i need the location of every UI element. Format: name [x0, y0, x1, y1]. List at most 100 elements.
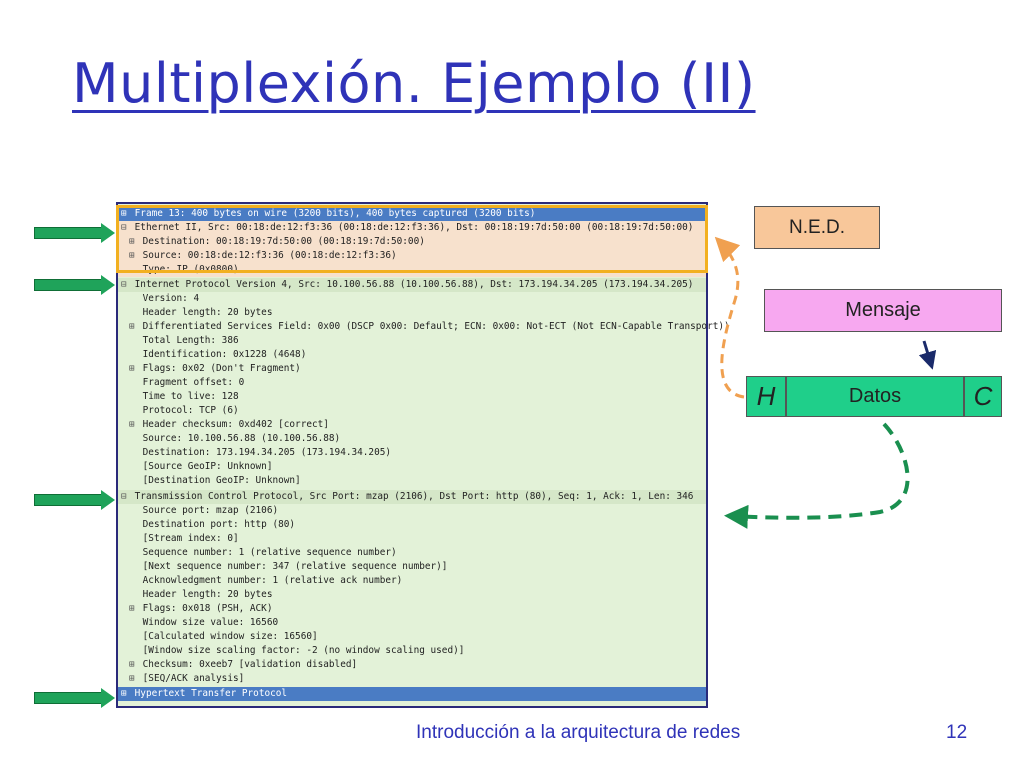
tree-row-ip-identification[interactable]: Identification: 0x1228 (4648): [118, 348, 706, 362]
pointer-arrow-http: [34, 688, 115, 708]
row-text: Header length: 20 bytes: [142, 307, 273, 318]
tree-row-frame[interactable]: ⊞ Frame 13: 400 bytes on wire (3200 bits…: [118, 207, 706, 221]
row-text: Fragment offset: 0: [142, 377, 245, 388]
tree-row-tcp-seq-ack-analysis[interactable]: ⊞ [SEQ/ACK analysis]: [118, 672, 706, 686]
row-text: Destination: 00:18:19:7d:50:00 (00:18:19…: [142, 236, 425, 247]
page-number: 12: [946, 722, 968, 743]
row-text: Window size value: 16560: [142, 617, 279, 628]
row-text: Ethernet II, Src: 00:18:de:12:f3:36 (00:…: [134, 222, 694, 233]
tree-row-ip-version[interactable]: Version: 4: [118, 292, 706, 306]
ned-label: N.E.D.: [789, 216, 845, 238]
row-text: Flags: 0x018 (PSH, ACK): [142, 603, 273, 614]
dashed-arrow-to-tcp: [724, 422, 910, 529]
expand-icon[interactable]: ⊞: [129, 659, 135, 670]
slide-footer: Introducción a la arquitectura de redes: [416, 722, 741, 743]
tree-row-tcp-destination-port[interactable]: Destination port: http (80): [118, 518, 706, 532]
expand-icon[interactable]: ⊞: [129, 250, 135, 261]
row-text: Differentiated Services Field: 0x00 (DSC…: [142, 321, 730, 332]
row-text: Version: 4: [142, 293, 200, 304]
packet-details-pane: ⊞ Frame 13: 400 bytes on wire (3200 bits…: [116, 202, 730, 708]
row-text: Header checksum: 0xd402 [correct]: [142, 419, 329, 430]
expand-icon[interactable]: ⊞: [129, 419, 135, 430]
tree-row-tcp-ack[interactable]: Acknowledgment number: 1 (relative ack n…: [118, 574, 706, 588]
tree-row-ip-total-length[interactable]: Total Length: 386: [118, 334, 706, 348]
row-text: Internet Protocol Version 4, Src: 10.100…: [134, 279, 694, 290]
trailer-block: C: [964, 376, 1002, 417]
trailer-label: C: [973, 381, 993, 411]
datos-block: Datos: [786, 376, 964, 417]
pointer-arrow-ip: [34, 275, 115, 295]
tree-row-ipv4[interactable]: ⊟ Internet Protocol Version 4, Src: 10.1…: [118, 278, 706, 292]
tree-row-ip-fragment-offset[interactable]: Fragment offset: 0: [118, 376, 706, 390]
expand-icon[interactable]: ⊞: [121, 208, 127, 219]
tree-row-tcp-flags[interactable]: ⊞ Flags: 0x018 (PSH, ACK): [118, 602, 706, 616]
ned-box: N.E.D.: [754, 206, 880, 249]
collapse-icon[interactable]: ⊟: [121, 279, 127, 290]
expand-icon[interactable]: ⊞: [129, 236, 135, 247]
tree-row-ip-checksum[interactable]: ⊞ Header checksum: 0xd402 [correct]: [118, 418, 706, 432]
tree-row-tcp[interactable]: ⊟ Transmission Control Protocol, Src Por…: [118, 490, 706, 504]
row-text: Total Length: 386: [142, 335, 239, 346]
tree-row-ip-dsfield[interactable]: ⊞ Differentiated Services Field: 0x00 (D…: [118, 320, 730, 334]
tree-row-ip-destination[interactable]: Destination: 173.194.34.205 (173.194.34.…: [118, 446, 706, 460]
row-text: Hypertext Transfer Protocol: [134, 688, 288, 699]
row-text: [Destination GeoIP: Unknown]: [142, 475, 301, 486]
pointer-arrow-tcp: [34, 490, 115, 510]
row-text: Destination: 173.194.34.205 (173.194.34.…: [142, 447, 392, 458]
mensaje-box: Mensaje: [764, 289, 1002, 332]
row-text: Flags: 0x02 (Don't Fragment): [142, 363, 301, 374]
tree-row-ip-destination-geoip[interactable]: [Destination GeoIP: Unknown]: [118, 474, 706, 488]
pointer-arrow-ethernet: [34, 223, 115, 243]
row-text: Source: 00:18:de:12:f3:36 (00:18:de:12:f…: [142, 250, 397, 261]
mensaje-label: Mensaje: [845, 299, 921, 321]
row-text: Source port: mzap (2106): [142, 505, 279, 516]
expand-icon[interactable]: ⊞: [129, 321, 135, 332]
row-text: Header length: 20 bytes: [142, 589, 273, 600]
row-text: Source: 10.100.56.88 (10.100.56.88): [142, 433, 341, 444]
tree-row-ip-source[interactable]: Source: 10.100.56.88 (10.100.56.88): [118, 432, 706, 446]
tree-row-tcp-stream-index[interactable]: [Stream index: 0]: [118, 532, 706, 546]
tree-row-tcp-window-size[interactable]: Window size value: 16560: [118, 616, 706, 630]
tree-row-ip-source-geoip[interactable]: [Source GeoIP: Unknown]: [118, 460, 706, 474]
tree-row-http[interactable]: ⊞ Hypertext Transfer Protocol: [118, 687, 706, 701]
row-text: [Source GeoIP: Unknown]: [142, 461, 273, 472]
row-text: Transmission Control Protocol, Src Port:…: [134, 491, 694, 502]
collapse-icon[interactable]: ⊟: [121, 222, 127, 233]
tree-row-ip-ttl[interactable]: Time to live: 128: [118, 390, 706, 404]
expand-icon[interactable]: ⊞: [129, 673, 135, 684]
row-text: Identification: 0x1228 (4648): [142, 349, 307, 360]
row-text: Time to live: 128: [142, 391, 239, 402]
row-text: [Next sequence number: 347 (relative seq…: [142, 561, 448, 572]
row-text: Sequence number: 1 (relative sequence nu…: [142, 547, 397, 558]
tree-row-tcp-window-scaling[interactable]: [Window size scaling factor: -2 (no wind…: [118, 644, 706, 658]
tree-row-tcp-header-length[interactable]: Header length: 20 bytes: [118, 588, 706, 602]
tree-row-ip-header-length[interactable]: Header length: 20 bytes: [118, 306, 706, 320]
tree-row-tcp-checksum[interactable]: ⊞ Checksum: 0xeeb7 [validation disabled]: [118, 658, 706, 672]
expand-icon[interactable]: ⊞: [129, 603, 135, 614]
tree-row-ethernet[interactable]: ⊟ Ethernet II, Src: 00:18:de:12:f3:36 (0…: [118, 221, 706, 235]
expand-icon[interactable]: ⊞: [129, 363, 135, 374]
tree-row-ip-flags[interactable]: ⊞ Flags: 0x02 (Don't Fragment): [118, 362, 706, 376]
row-text: [Window size scaling factor: -2 (no wind…: [142, 645, 465, 656]
row-text: Acknowledgment number: 1 (relative ack n…: [142, 575, 403, 586]
datos-label: Datos: [848, 385, 902, 407]
row-text: Checksum: 0xeeb7 [validation disabled]: [142, 659, 358, 670]
dashed-arrow-to-ethernet: [714, 236, 745, 399]
row-text: [Calculated window size: 16560]: [142, 631, 318, 642]
expand-icon[interactable]: ⊞: [121, 688, 127, 699]
tree-row-tcp-next-seq[interactable]: [Next sequence number: 347 (relative seq…: [118, 560, 706, 574]
collapse-icon[interactable]: ⊟: [121, 491, 127, 502]
header-label: H: [756, 381, 776, 411]
tree-row-eth-source[interactable]: ⊞ Source: 00:18:de:12:f3:36 (00:18:de:12…: [118, 249, 706, 263]
row-text: Protocol: TCP (6): [142, 405, 239, 416]
row-text: Frame 13: 400 bytes on wire (3200 bits),…: [134, 208, 536, 219]
row-text: Type: IP (0x0800): [142, 264, 239, 275]
row-text: [SEQ/ACK analysis]: [142, 673, 245, 684]
tree-row-tcp-source-port[interactable]: Source port: mzap (2106): [118, 504, 706, 518]
row-text: Destination port: http (80): [142, 519, 296, 530]
tree-row-ip-protocol[interactable]: Protocol: TCP (6): [118, 404, 706, 418]
tree-row-eth-destination[interactable]: ⊞ Destination: 00:18:19:7d:50:00 (00:18:…: [118, 235, 706, 249]
tree-row-tcp-seq[interactable]: Sequence number: 1 (relative sequence nu…: [118, 546, 706, 560]
tree-row-tcp-calc-window[interactable]: [Calculated window size: 16560]: [118, 630, 706, 644]
